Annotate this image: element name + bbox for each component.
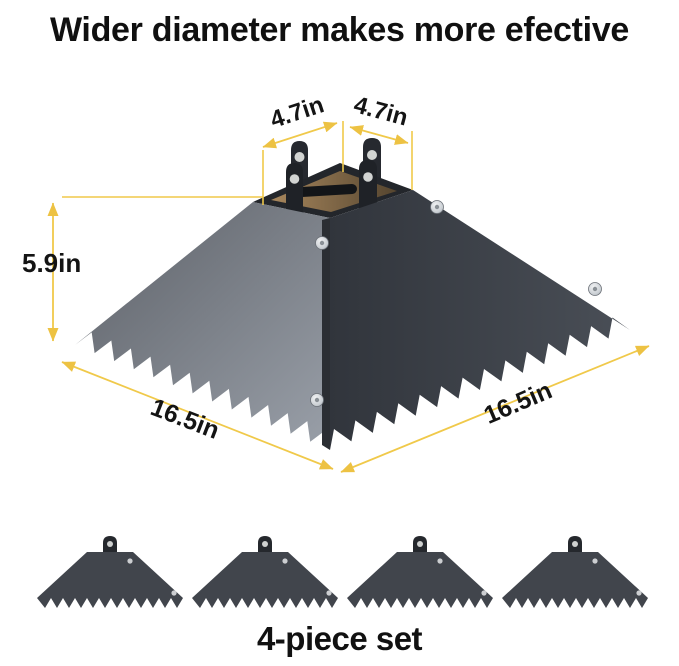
- dim-arrow-top-left: [262, 121, 338, 149]
- mounting-tab-front-right: [359, 160, 377, 215]
- set-piece-3: [347, 536, 493, 608]
- mounting-tab-front-left: [286, 163, 303, 216]
- piece-set-row: [37, 536, 648, 608]
- set-piece-1: [37, 536, 183, 608]
- dim-label-bottom-left: 16.5in: [147, 393, 223, 445]
- dim-arrow-bottom-left: [61, 361, 334, 470]
- baffle-right-face: [330, 190, 630, 450]
- dim-label-top-right: 4.7in: [351, 91, 411, 131]
- dim-label-top-left: 4.7in: [267, 91, 327, 134]
- dim-arrow-bottom-right: [340, 345, 650, 473]
- screw: [315, 236, 329, 250]
- baffle-front-ridge: [322, 218, 330, 450]
- set-piece-4: [502, 536, 648, 608]
- caption: 4-piece set: [256, 620, 423, 657]
- banner: Wider diameter makes more efective: [0, 0, 679, 71]
- set-piece-2: [192, 536, 338, 608]
- tab-hole: [289, 174, 300, 184]
- tab-hole: [294, 152, 305, 162]
- dim-label-bottom-right: 16.5in: [480, 376, 556, 429]
- screw: [588, 282, 602, 296]
- screw: [310, 393, 324, 407]
- banner-text: Wider diameter makes more efective: [49, 11, 630, 49]
- screw: [430, 200, 444, 214]
- tab-hole: [367, 150, 377, 160]
- dim-label-height: 5.9in: [22, 248, 81, 278]
- mounting-bar: [297, 184, 357, 197]
- tab-hole: [363, 172, 373, 182]
- dim-arrow-top-right: [349, 125, 409, 145]
